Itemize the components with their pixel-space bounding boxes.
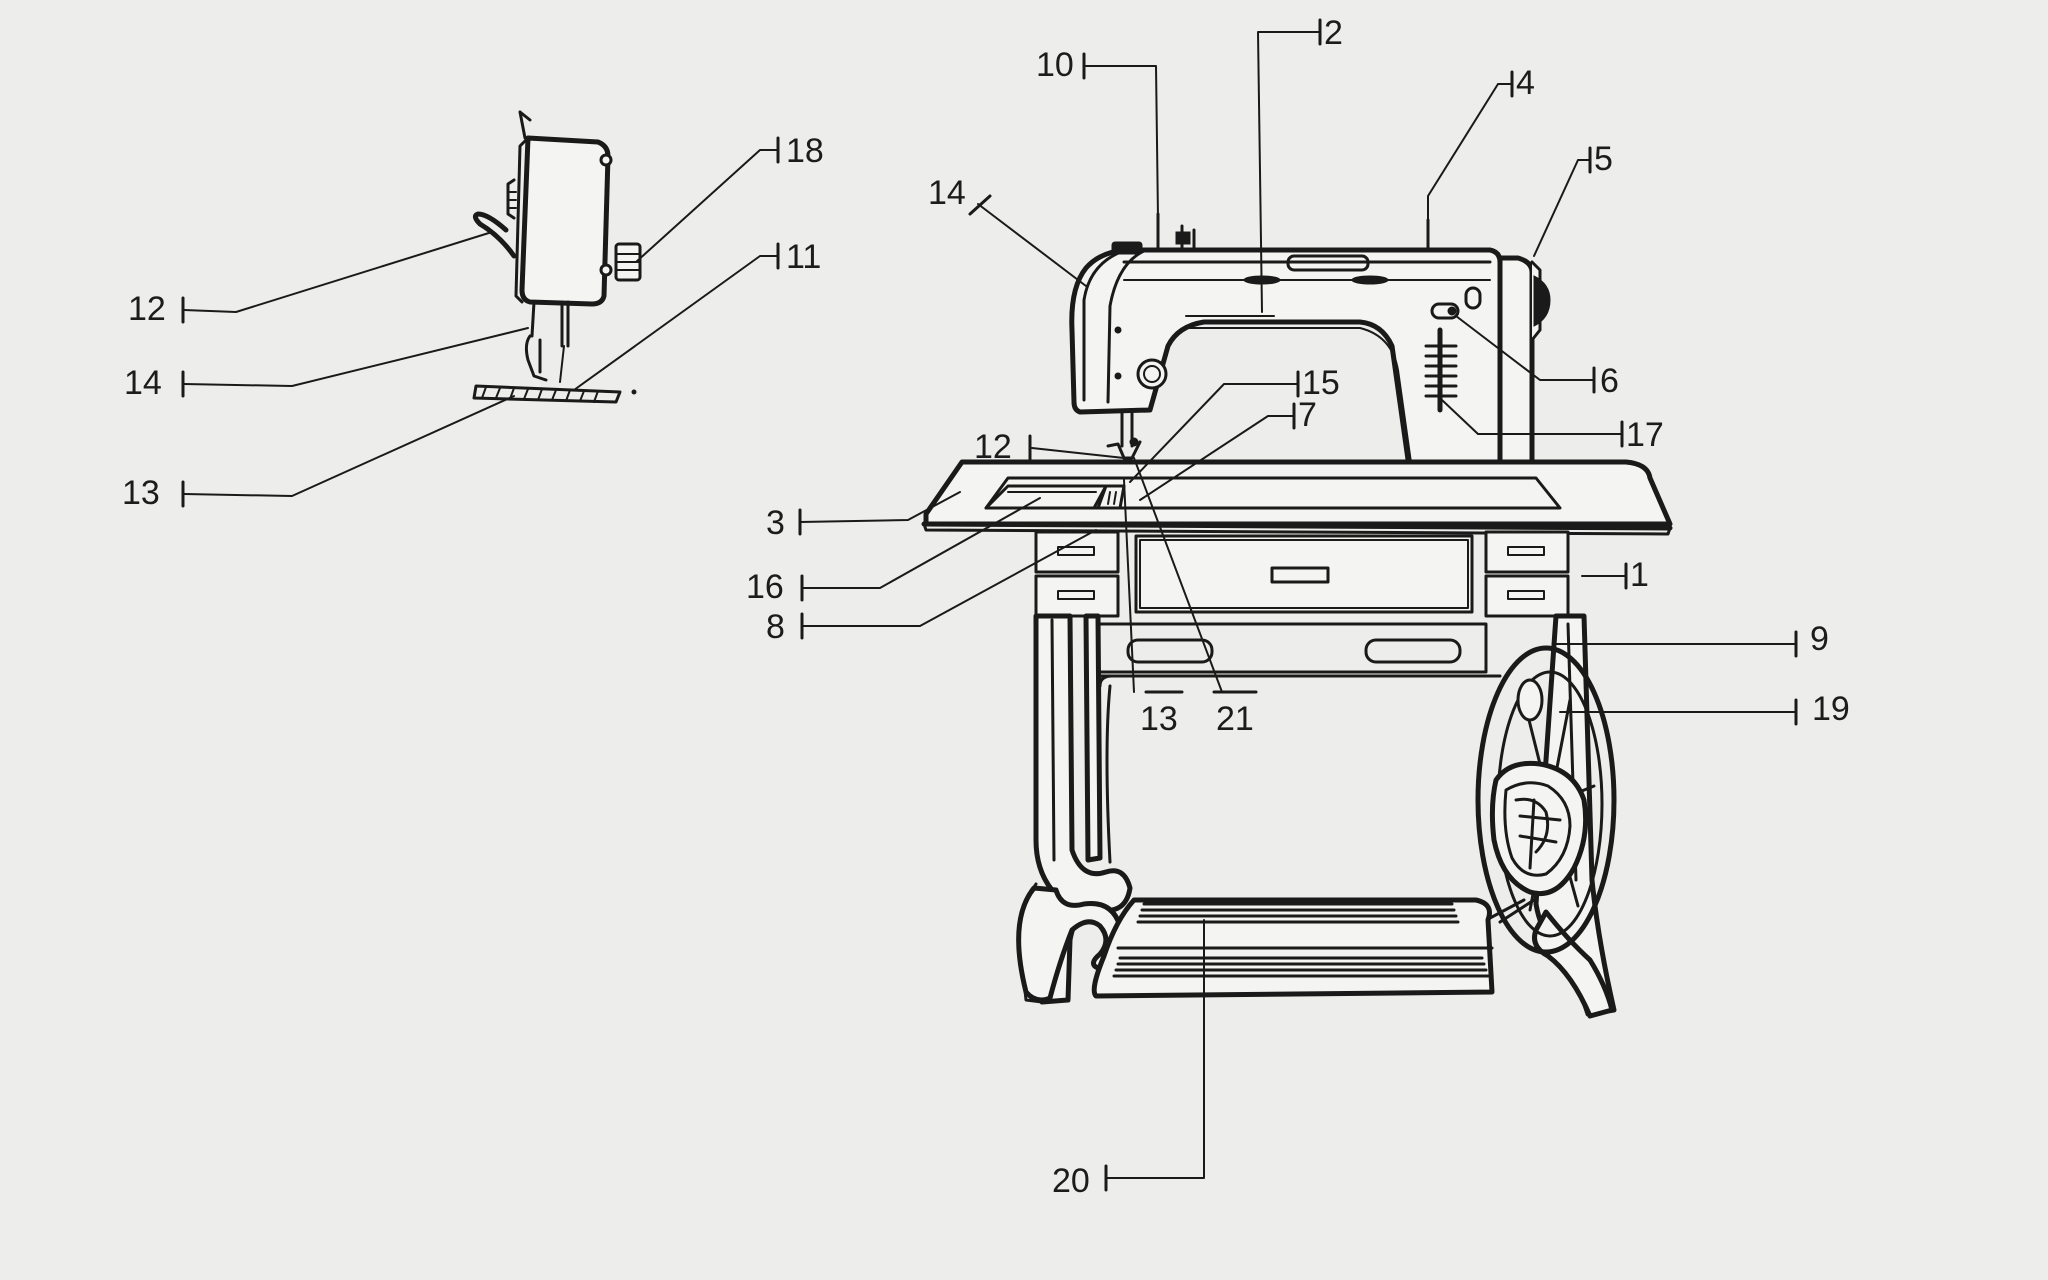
callout-19: 19 xyxy=(1812,690,1850,728)
callout-12-side: 12 xyxy=(128,290,166,328)
callout-21: 21 xyxy=(1216,700,1254,738)
callout-10: 10 xyxy=(1036,46,1074,84)
treadle-wheel xyxy=(1475,645,1617,955)
callout-labels: 12 14 13 18 11 10 2 4 5 14 6 17 15 7 12 … xyxy=(122,14,1850,1200)
table-top xyxy=(921,459,1673,536)
callout-11: 11 xyxy=(786,238,821,276)
callout-20: 20 xyxy=(1052,1162,1090,1200)
callout-9: 9 xyxy=(1810,620,1829,658)
callout-18: 18 xyxy=(786,132,824,170)
treadle-pedal xyxy=(1091,897,1495,999)
callout-15: 15 xyxy=(1302,364,1340,402)
callout-14-side: 14 xyxy=(124,364,162,402)
callout-1: 1 xyxy=(1630,556,1649,594)
callout-12-machine: 12 xyxy=(974,428,1012,466)
callout-7: 7 xyxy=(1298,396,1317,434)
callout-16: 16 xyxy=(746,568,784,606)
callout-4: 4 xyxy=(1516,64,1535,102)
cabinet-and-drawers xyxy=(1034,530,1570,674)
machine-leaders xyxy=(798,18,1798,1192)
callout-17: 17 xyxy=(1626,416,1664,454)
callout-2: 2 xyxy=(1324,14,1343,52)
presser-foot-side-view xyxy=(472,110,642,404)
callout-3: 3 xyxy=(766,504,785,542)
callout-8: 8 xyxy=(766,608,785,646)
callout-5: 5 xyxy=(1594,140,1613,178)
callout-13-machine: 13 xyxy=(1140,700,1178,738)
callout-14-machine: 14 xyxy=(928,174,966,212)
sewing-machine-head xyxy=(1069,212,1551,503)
side-view-leaders xyxy=(181,136,780,508)
callout-6: 6 xyxy=(1600,362,1619,400)
callout-13-side: 13 xyxy=(122,474,160,512)
